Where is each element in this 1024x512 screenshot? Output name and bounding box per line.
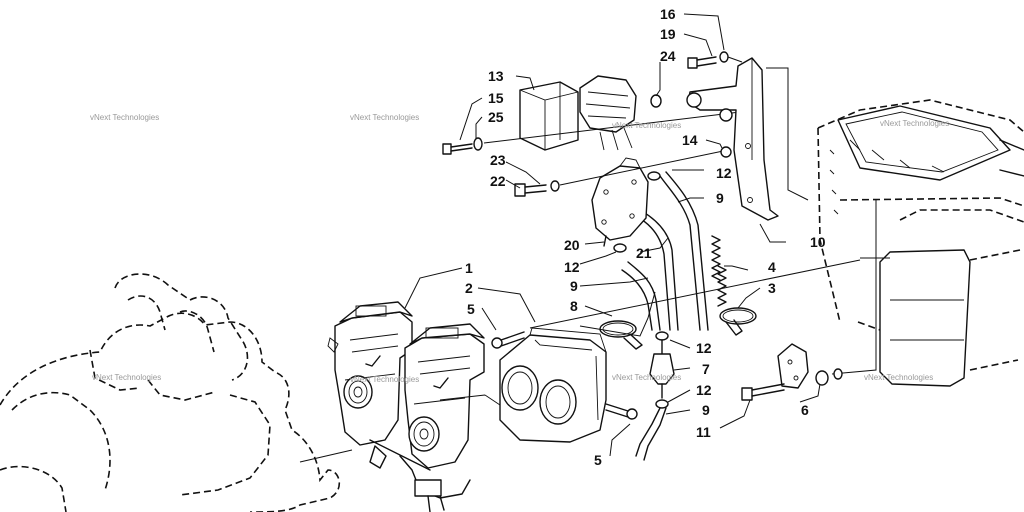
callout-11: 11 <box>696 424 711 440</box>
fuel-hose-9-upper <box>659 171 709 331</box>
callout-20: 20 <box>564 237 580 253</box>
air-silencer-housing <box>817 99 1024 387</box>
watermark-text: vNext Technologies <box>350 113 419 122</box>
hose-clamp-12-b <box>613 243 627 253</box>
watermark-text: vNext Technologies <box>864 373 933 382</box>
mounting-bracket-10 <box>686 57 809 221</box>
choke-bracket <box>777 343 809 389</box>
callout-14: 14 <box>682 132 698 148</box>
callout-labels: 1 2 3 4 5 5 6 7 8 9 9 9 10 11 12 12 12 1… <box>465 6 826 468</box>
clamp-3 <box>719 307 757 336</box>
callout-19: 19 <box>660 26 676 42</box>
washer-14 <box>720 146 732 158</box>
bolt-16 <box>687 56 717 69</box>
callout-23: 23 <box>490 152 506 168</box>
callout-1: 1 <box>465 260 473 276</box>
callout-9-upper: 9 <box>716 190 724 206</box>
callout-6: 6 <box>801 402 809 418</box>
callout-10: 10 <box>810 234 826 250</box>
callout-12-c: 12 <box>696 340 712 356</box>
bolt-22 <box>514 183 547 197</box>
callout-12-a: 12 <box>716 165 732 181</box>
callout-24: 24 <box>660 48 676 64</box>
watermark-text: vNext Technologies <box>612 373 681 382</box>
watermarks: vNext Technologies vNext Technologies vN… <box>90 113 949 384</box>
watermark-text: vNext Technologies <box>92 373 161 382</box>
electrical-bracket-module <box>579 75 637 151</box>
callout-9-middle: 9 <box>570 278 578 294</box>
callout-3: 3 <box>768 280 776 296</box>
washer-25 <box>473 137 483 151</box>
callout-12-b: 12 <box>564 259 580 275</box>
callout-12-d: 12 <box>696 382 712 398</box>
callout-2: 2 <box>465 280 473 296</box>
screw-5-lower <box>605 403 638 420</box>
fuel-filter-7 <box>649 339 675 399</box>
air-silencer-adapter <box>439 327 607 443</box>
callout-7: 7 <box>702 361 710 377</box>
callout-9-lower: 9 <box>702 402 710 418</box>
callout-4: 4 <box>768 259 776 275</box>
callout-8: 8 <box>570 298 578 314</box>
callout-5-lower: 5 <box>594 452 602 468</box>
hose-clamp-12-d <box>655 399 669 409</box>
watermark-text: vNext Technologies <box>90 113 159 122</box>
leader-lines <box>404 13 821 457</box>
callout-22: 22 <box>490 173 506 189</box>
washer-19 <box>719 51 729 63</box>
watermark-text: vNext Technologies <box>880 119 949 128</box>
callout-21: 21 <box>636 245 652 261</box>
callout-15: 15 <box>488 90 504 106</box>
spacer-6 <box>815 370 829 386</box>
screw-15 <box>442 143 473 155</box>
hose-clamp-12-a <box>647 171 661 181</box>
callout-25: 25 <box>488 109 504 125</box>
nut-24 <box>650 94 662 108</box>
carburetor-assembly <box>299 301 485 512</box>
spring-4 <box>711 235 727 307</box>
watermark-text: vNext Technologies <box>350 375 419 384</box>
engine-outline <box>0 273 340 512</box>
fuel-hose-9-lower <box>635 407 667 461</box>
fuel-hose-9-middle <box>621 261 661 331</box>
electrical-box-13 <box>519 81 579 151</box>
hose-clamp-12-c <box>655 331 669 341</box>
callout-16: 16 <box>660 6 676 22</box>
bolt-11 <box>741 383 785 401</box>
screw-5-upper <box>491 331 525 349</box>
fuel-pump-20 <box>591 157 649 247</box>
nut-6-small <box>833 368 843 380</box>
watermark-text: vNext Technologies <box>612 121 681 130</box>
callout-13: 13 <box>488 68 504 84</box>
washer-23 <box>550 180 560 192</box>
callout-5-upper: 5 <box>467 301 475 317</box>
